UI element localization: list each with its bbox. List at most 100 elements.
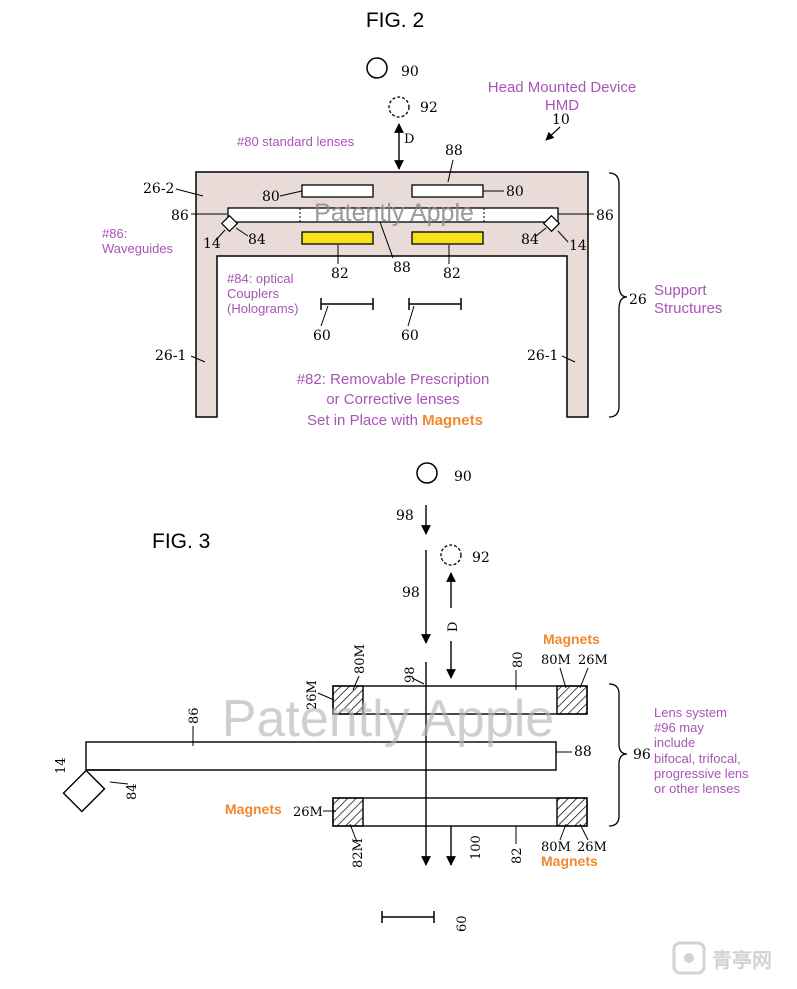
ref-88-top-leader	[447, 159, 454, 183]
ref-88-mid-leader	[379, 221, 394, 259]
support-brace	[608, 172, 628, 418]
ref-98-a: 98	[396, 508, 414, 524]
ref-80m-top-right-leader	[559, 667, 567, 689]
ref-90: 90	[401, 64, 419, 80]
label-magnets-left: Magnets	[225, 801, 282, 817]
ref-92: 92	[420, 100, 438, 116]
ref-80-left-leader	[279, 190, 303, 197]
ref-10: 10	[552, 112, 570, 128]
ref-92-fig3: 92	[472, 550, 490, 566]
ref-60-left: 60	[313, 328, 331, 344]
ref-84-fig3: 84	[125, 783, 140, 800]
label-lens-line2: #96 may	[654, 720, 704, 735]
logo-dot-icon	[684, 953, 694, 963]
ref-80-top-fig3: 80	[511, 651, 526, 668]
ref-80m-top-right: 80M	[541, 653, 571, 668]
ref-26m-top-left: 26M	[305, 680, 320, 710]
prescription-lens-right	[411, 231, 484, 245]
eye-position-92	[388, 96, 410, 118]
ref-90-fig3: 90	[454, 469, 472, 485]
hmd-support-frame	[195, 171, 589, 418]
ref-60-right: 60	[401, 328, 419, 344]
ref-26-2: 26-2	[143, 181, 174, 197]
site-logo: 青亭网	[672, 941, 772, 975]
eye-position-90-fig3	[416, 462, 438, 484]
optical-coupler-84	[62, 769, 106, 813]
label-prescription-magnets: Magnets	[422, 412, 483, 429]
fig3: FIG. 3 90 98 92 98 D 80M 26M 98 80	[54, 462, 749, 932]
ref-26-1-right: 26-1	[527, 348, 558, 364]
ref-80-right: 80	[506, 184, 524, 200]
label-support-line2: Structures	[654, 300, 722, 317]
optical-coupler-left	[220, 214, 239, 233]
ref-10-leader	[545, 126, 561, 141]
display-left	[320, 298, 374, 310]
ref-80-left: 80	[262, 189, 280, 205]
eye-position-90	[366, 57, 388, 79]
ref-82-right: 82	[443, 266, 461, 282]
label-couplers-line2: Couplers	[227, 286, 280, 301]
ref-26-1-left: 26-1	[155, 348, 186, 364]
ref-60-fig3: 60	[455, 915, 470, 932]
ref-82m-leader	[349, 823, 358, 843]
label-lens-line3: include	[654, 735, 695, 750]
ref-80m-bottom-right: 80M	[541, 840, 571, 855]
ref-26m-bottom-left: 26M	[293, 805, 323, 820]
label-couplers-line3: (Holograms)	[227, 301, 299, 316]
ref-86-left: 86	[171, 208, 189, 224]
ref-84-left-leader	[235, 227, 249, 237]
label-lens-line1: Lens system	[654, 705, 727, 720]
label-lens-line5: progressive lens	[654, 766, 749, 781]
ref-96: 96	[633, 747, 651, 763]
label-prescription-line3: Set in Place with Magnets	[307, 412, 483, 429]
watermark-fig2: Patently Apple	[314, 199, 474, 227]
magnet-top-left	[332, 685, 364, 715]
label-support-line1: Support	[654, 282, 707, 299]
ref-88-fig3: 88	[574, 744, 592, 760]
label-lens-line4: bifocal, trifocal,	[654, 751, 741, 766]
lens-system-brace	[608, 683, 628, 827]
label-couplers-line1: #84: optical	[227, 271, 294, 286]
waveguide	[227, 207, 559, 223]
ref-26m-bottom-right-leader	[579, 823, 589, 841]
logo-text: 青亭网	[712, 948, 772, 972]
ref-82m: 82M	[351, 838, 366, 868]
label-magnets-top: Magnets	[543, 631, 600, 647]
ref-84-right-leader	[535, 227, 547, 237]
ref-26-1-left-leader	[190, 355, 206, 363]
magnet-bottom-left	[332, 797, 364, 827]
watermark-fig3: Patently Apple	[222, 690, 554, 748]
standard-lens-left	[301, 184, 374, 198]
logo-hexagon-icon	[672, 941, 706, 975]
prescription-lens-left	[301, 231, 374, 245]
ref-84-right: 84	[521, 232, 539, 248]
ref-26-2-leader	[175, 188, 204, 197]
ref-98-b: 98	[402, 585, 420, 601]
display-60-fig3	[381, 911, 435, 923]
standard-lens-right	[411, 184, 484, 198]
eye-position-92-fig3	[440, 544, 462, 566]
ref-86-right: 86	[596, 208, 614, 224]
display-right	[408, 298, 462, 310]
ref-d-fig3: D	[446, 622, 461, 632]
magnet-top-right	[556, 685, 588, 715]
ref-60-right-leader	[407, 305, 415, 327]
ref-80m-bottom-right-leader	[559, 823, 567, 841]
ref-84-leader	[109, 781, 129, 785]
ref-14-right-leader	[557, 230, 569, 243]
ref-86-fig3: 86	[187, 707, 202, 724]
ref-98-c: 98	[403, 666, 418, 683]
label-hmd-line2: HMD	[545, 97, 579, 114]
ref-26m-top-right: 26M	[578, 653, 608, 668]
ref-14-right: 14	[569, 238, 587, 254]
prescription-lens-82	[332, 797, 588, 827]
ref-26: 26	[629, 292, 647, 308]
ref-26-1-right-leader	[561, 355, 576, 363]
ref-26m-bottom-right: 26M	[577, 840, 607, 855]
ref-82-fig3: 82	[510, 847, 525, 864]
ref-26m-top-right-leader	[579, 667, 589, 689]
label-prescription-line3a: Set in Place with	[307, 412, 422, 429]
ref-14-fig3: 14	[54, 757, 69, 774]
label-prescription-line1: #82: Removable Prescription	[297, 371, 490, 388]
